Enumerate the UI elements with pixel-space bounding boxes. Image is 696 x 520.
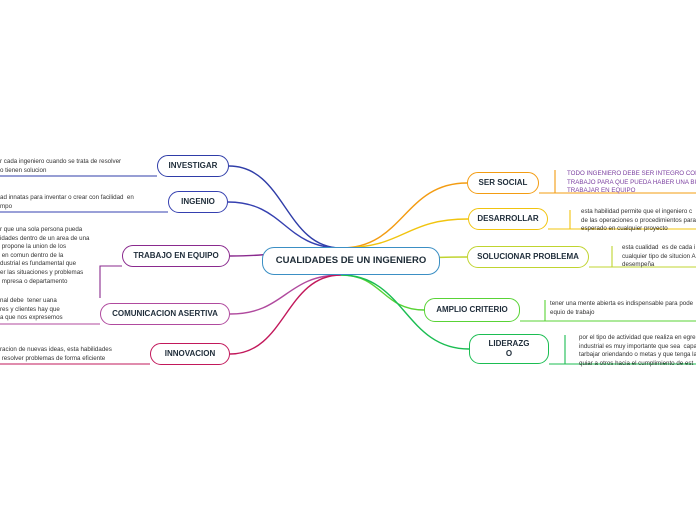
note-investigar: r cada ingeniero cuando se trata de reso… [0, 158, 122, 174]
connector-comunicacion-asertiva [229, 274, 342, 315]
connector-amplio-criterio [340, 274, 425, 311]
connector-ingenio [227, 201, 342, 249]
branch-solucionar-problema[interactable]: SOLUCIONAR PROBLEMA [467, 246, 589, 268]
underline-liderazgo [549, 335, 566, 365]
connector-investigar [228, 165, 342, 249]
branch-innovacion[interactable]: INNOVACION [150, 343, 230, 365]
underline-desarrollar [548, 210, 571, 230]
note-innovacion: racion de nuevas ideas, esta habilidades… [0, 346, 112, 362]
branch-desarrollar[interactable]: DESARROLLAR [468, 208, 548, 230]
branch-amplio-criterio[interactable]: AMPLIO CRITERIO [424, 298, 520, 322]
note-amplio-criterio: tener una mente abierta es indispensable… [550, 300, 694, 316]
underline-solucionar-problema [589, 246, 613, 268]
underline-trabajo-en-equipo [99, 265, 122, 298]
connector-liderazgo [340, 274, 470, 350]
underline-ser-social [539, 170, 556, 194]
central-topic[interactable]: CUALIDADES DE UN INGENIERO [262, 247, 440, 275]
note-ser-social: TODO INGENIERO DEBE SER INTEGRO CON SU E… [567, 170, 696, 195]
branch-ser-social[interactable]: SER SOCIAL [467, 172, 539, 194]
underline-amplio-criterio [520, 300, 546, 322]
branch-comunicacion-asertiva[interactable]: COMUNICACION ASERTIVA [100, 303, 230, 325]
branch-trabajo-en-equipo[interactable]: TRABAJO EN EQUIPO [122, 245, 230, 267]
note-trabajo-en-equipo: r que una sola persona pueda idades dent… [0, 226, 90, 285]
note-desarrollar: esta habilidad permite que el ingeniero … [581, 208, 696, 233]
note-liderazgo: por el tipo de actividad que realiza en … [579, 334, 696, 367]
connector-ser-social [340, 182, 468, 249]
note-solucionar-problema: esta cualidad es de cada i cualquier tip… [622, 244, 696, 269]
note-ingenio: ad innatas para inventar o crear con fac… [0, 194, 134, 210]
connector-desarrollar [340, 218, 469, 249]
branch-ingenio[interactable]: INGENIO [168, 191, 228, 213]
note-comunicacion-asertiva: nal debe tener uana res y clientes hay q… [0, 297, 63, 322]
connector-innovacion [229, 274, 342, 355]
branch-investigar[interactable]: INVESTIGAR [157, 155, 229, 177]
branch-liderazgo[interactable]: LIDERAZG O [469, 334, 549, 364]
